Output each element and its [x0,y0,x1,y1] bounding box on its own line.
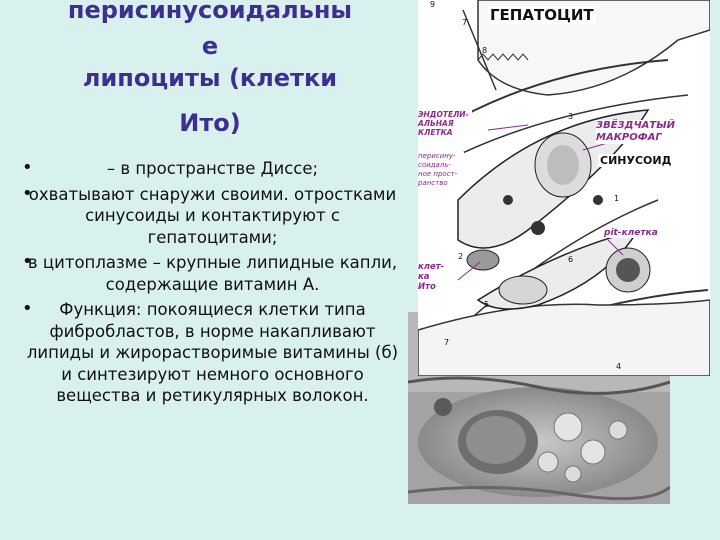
label-pit-cell: pit-клетка [604,228,658,238]
title-line-3: липоциты (клетки [82,64,338,92]
label-perisinusoidal-space: перисину-соидаль-ное прост-ранство [418,152,464,188]
label-ito-cell: клет-ка Ито [418,262,450,292]
number-label: 7 [462,18,468,27]
bullet-dot: • [22,251,33,272]
number-label: 4 [616,362,622,371]
number-label: 6 [568,255,574,264]
number-label: 5 [484,300,490,309]
label-hepatocyte: ГЕПАТОЦИТ [488,6,596,24]
bullet-text: Функция: покоящиеся клетки типа фибробла… [26,300,399,405]
label-star-macrophage: ЗВЁЗДЧАТЫЙ МАКРОФАГ [596,120,696,144]
diagram-drawing [417,0,711,377]
title-line-4: Ито) [179,109,241,137]
number-label: 7 [444,338,450,347]
bullet-item: • Функция: покоящиеся клетки типа фиброб… [20,298,405,407]
number-label: 9 [430,0,436,9]
title-line-2: е [201,32,219,60]
bullet-list: • – в пространстве Диссе; • охватывают с… [20,157,405,411]
bullet-text: – в пространстве Диссе; [106,159,319,178]
bullet-dot: • [22,182,33,204]
number-label: 3 [568,112,574,121]
title-line-1: перисинусоидальны [67,0,353,24]
bullet-text: в цитоплазме – крупные липидные капли, с… [27,253,398,294]
number-label: 8 [482,46,488,55]
hepatocyte-diagram: ГЕПАТОЦИТ ЭНДОТЕЛИ-АЛЬНАЯ КЛЕТКА ЗВЁЗДЧА… [417,0,711,377]
label-sinusoid: СИНУСОИД [598,154,674,167]
bullet-item: • охватывают снаружи своими. отростками … [20,182,405,249]
bullet-dot: • [22,298,33,319]
number-label: 1 [614,194,620,203]
number-label: 2 [458,252,464,261]
bullet-dot: • [22,157,33,178]
label-endothelial-cell: ЭНДОТЕЛИ-АЛЬНАЯ КЛЕТКА [418,110,472,137]
bullet-item: • в цитоплазме – крупные липидные капли,… [20,251,405,295]
bullet-text: охватывают снаружи своими. отростками си… [28,184,397,247]
bullet-item: • – в пространстве Диссе; [20,157,405,180]
